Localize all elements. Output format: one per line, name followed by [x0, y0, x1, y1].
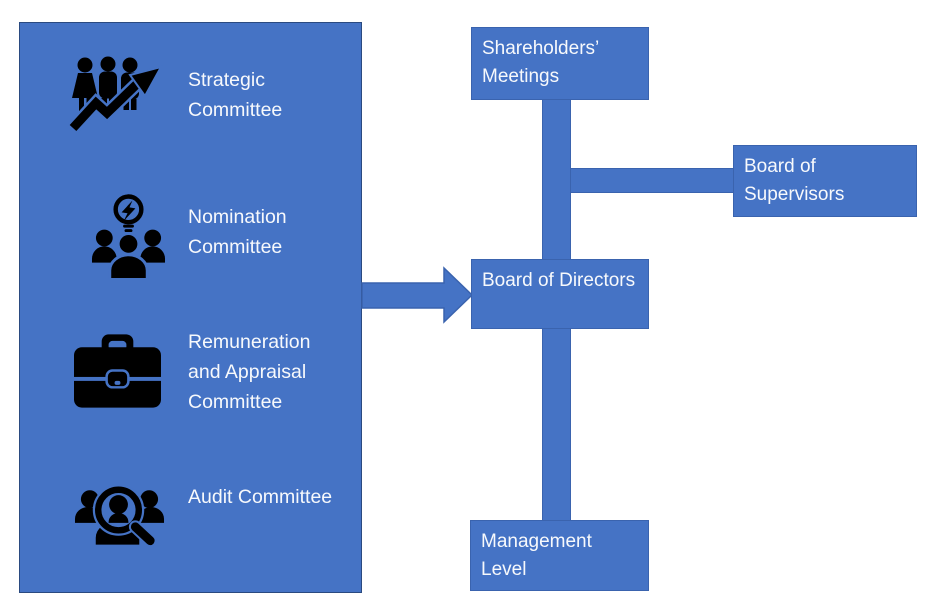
idea-team-icon	[91, 192, 166, 285]
committee-label: Audit Committee	[188, 486, 333, 508]
connector-directors-to-management	[542, 327, 571, 523]
node-management-level: Management Level	[470, 520, 649, 591]
flow-arrow-to-directors	[361, 266, 474, 324]
committee-label: Strategic Committee	[188, 69, 283, 121]
committee-label: Remuneration and Appraisal Committee	[188, 331, 311, 413]
team-growth-arrow-icon	[67, 56, 166, 137]
node-board-of-directors: Board of Directors	[471, 259, 649, 329]
briefcase-icon	[74, 334, 161, 414]
audit-magnifier-team-icon	[73, 475, 166, 552]
connector-to-supervisors	[570, 168, 734, 193]
node-board-of-supervisors: Board of Supervisors	[733, 145, 917, 217]
committees-panel: Strategic Committee	[19, 22, 362, 593]
node-shareholders-meetings: Shareholders’ Meetings	[471, 27, 649, 100]
committee-label: Nomination Committee	[188, 206, 287, 258]
connector-shareholders-to-directors	[542, 97, 571, 262]
